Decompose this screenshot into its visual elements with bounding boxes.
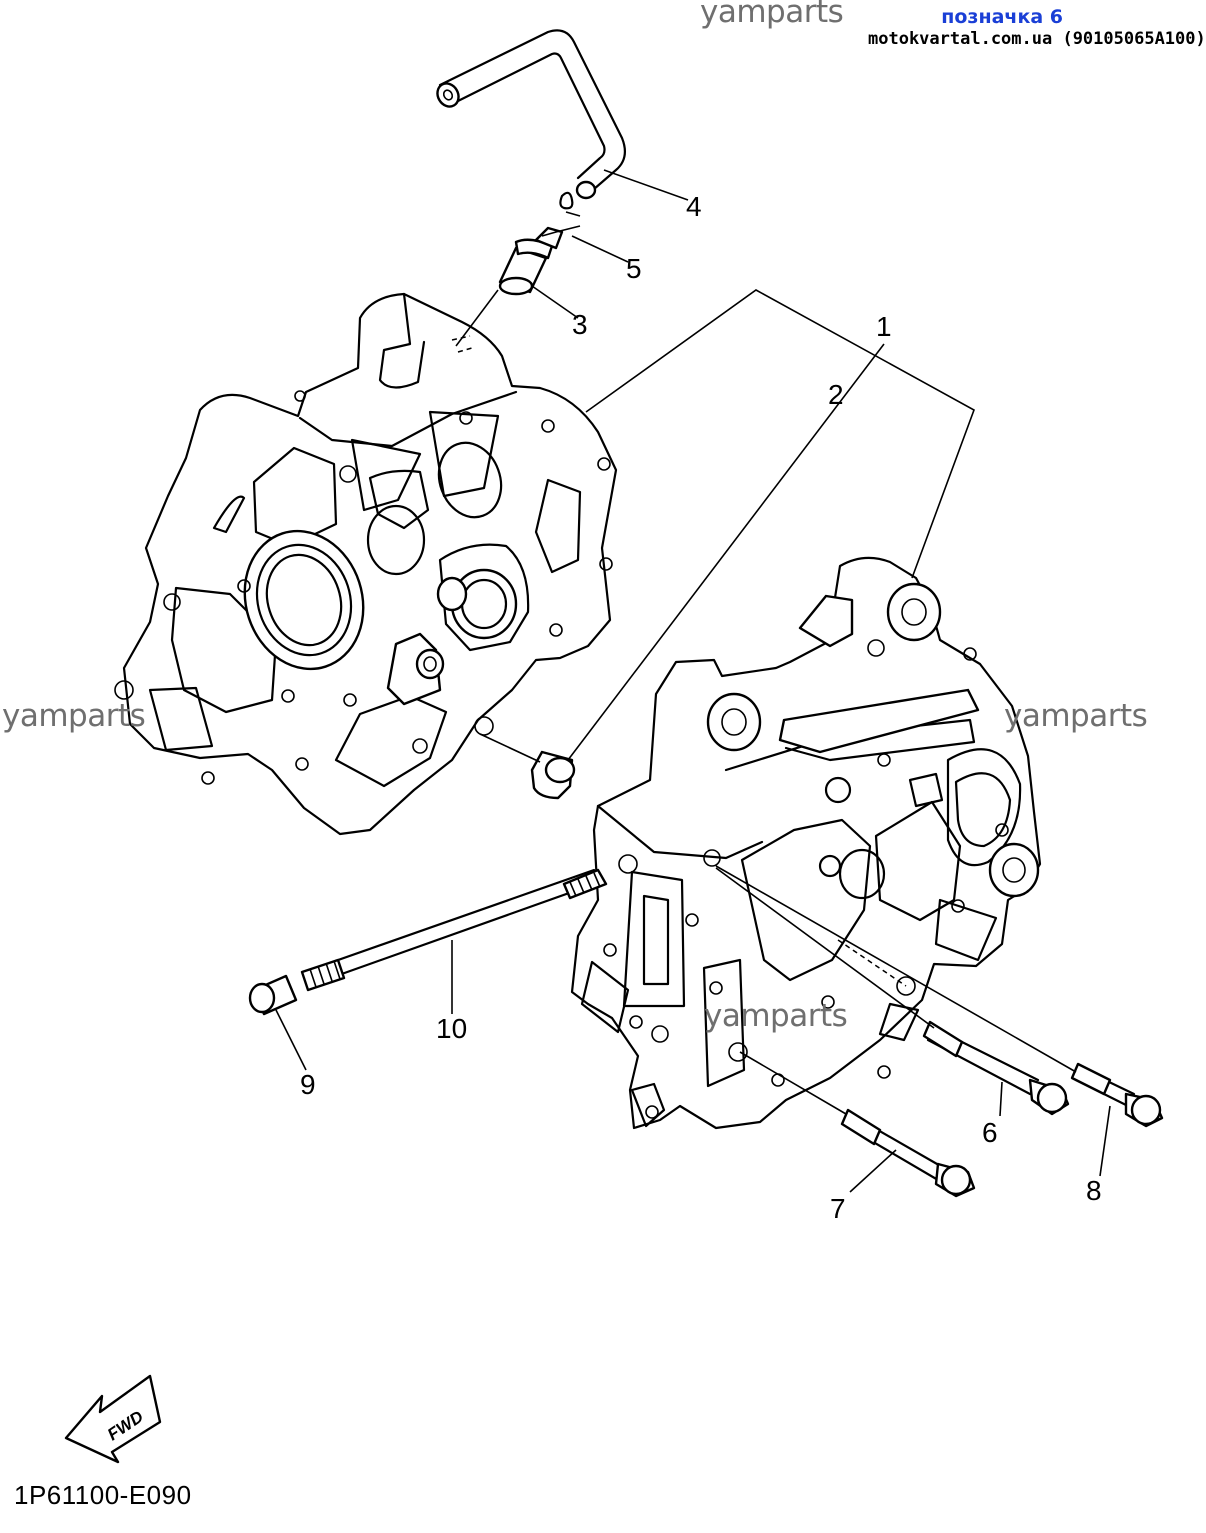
dowel-pin [530, 750, 576, 800]
callout-7: 7 [830, 1193, 846, 1224]
bolt-6 [922, 1020, 1070, 1116]
watermark-right: yamparts [1004, 698, 1148, 734]
callout-4: 4 [686, 191, 702, 222]
callout-3: 3 [572, 309, 588, 340]
crankcase-left-half [114, 292, 618, 836]
fwd-arrow-icon: FWD [64, 1374, 162, 1464]
callout-1: 1 [876, 311, 892, 342]
callout-8: 8 [1086, 1175, 1102, 1206]
stud-bolt [300, 868, 608, 992]
marker-badge: позначка 6 [941, 6, 1063, 28]
callout-10: 10 [436, 1013, 467, 1044]
watermark-left: yamparts [2, 698, 146, 734]
watermark-center: yamparts [704, 998, 848, 1034]
callout-9: 9 [300, 1069, 316, 1100]
breather-hose [436, 29, 627, 200]
hose-clip [559, 191, 581, 217]
breather-pipe [498, 226, 564, 296]
callout-2: 2 [828, 379, 844, 410]
source-reference: motokvartal.com.ua (90105065A100) [868, 29, 1206, 49]
callouts: 1 2 3 4 5 6 7 8 9 10 [300, 191, 1102, 1224]
bolt-8 [1070, 1062, 1164, 1128]
nut [248, 974, 298, 1016]
callout-6: 6 [982, 1117, 998, 1148]
bolt-7 [840, 1108, 976, 1198]
crankcase-right-half [570, 556, 1042, 1130]
callout-5: 5 [626, 253, 642, 284]
diagram-code: 1P61100-E090 [14, 1480, 192, 1510]
watermark-top: yamparts [700, 0, 844, 30]
leader-lines [275, 169, 1111, 1193]
